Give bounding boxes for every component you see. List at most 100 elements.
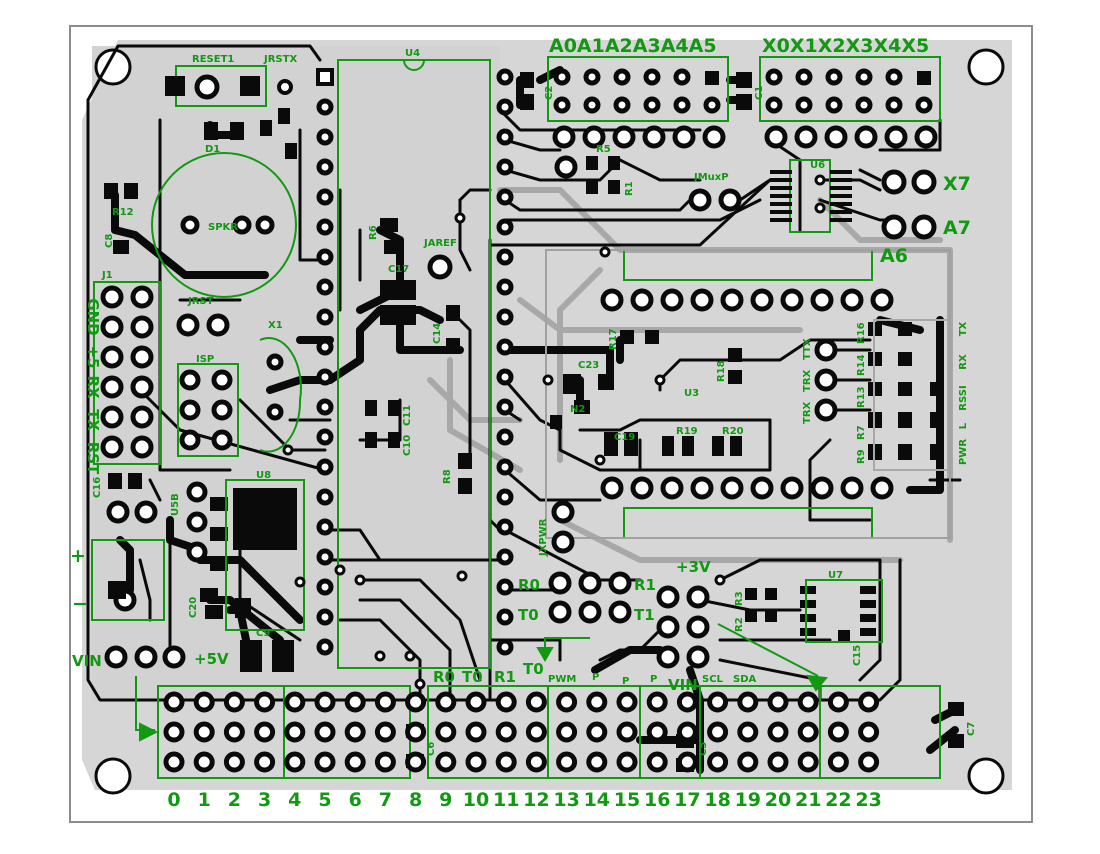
refdes-spkr: SPKR	[208, 222, 238, 233]
plus5v-label: +5V	[194, 650, 229, 668]
pin-number-label: 0	[167, 789, 180, 811]
pin-number-label: 12	[523, 789, 549, 811]
digital-x-header-label: X0X1X2X3X4X5	[762, 35, 929, 57]
refdes-c17: C17	[388, 264, 409, 275]
refdes-jmux: JMuxP	[693, 172, 729, 183]
header-pin	[435, 721, 457, 743]
header-pin	[374, 751, 396, 773]
pin-number-label: 21	[795, 789, 821, 811]
refdes-r8: R8	[442, 469, 453, 484]
refdes-jrstx: JRSTX	[263, 54, 297, 65]
header-pin	[616, 751, 638, 773]
header-pin	[556, 691, 578, 713]
header-pin	[314, 721, 336, 743]
header-pin	[405, 691, 427, 713]
header-pin	[254, 721, 276, 743]
refdes-r16: R16	[856, 322, 867, 344]
r1b-label: R1	[494, 668, 516, 686]
refdes-c5: C5	[698, 742, 709, 756]
header-pin	[405, 751, 427, 773]
pwm-label: PWM	[548, 674, 576, 685]
pin-number-label: 9	[439, 789, 452, 811]
pin-number-label: 15	[614, 789, 640, 811]
pin-number-label: 19	[735, 789, 761, 811]
refdes-c6: C6	[426, 742, 437, 756]
refdes-r3: R3	[734, 591, 745, 606]
radio-pin-label: TX	[958, 321, 969, 336]
pin-number-label: 11	[493, 789, 519, 811]
refdes-r12: R12	[112, 207, 134, 218]
header-pin	[163, 721, 185, 743]
header-pin	[858, 751, 880, 773]
header-pin	[797, 751, 819, 773]
header-pin	[223, 751, 245, 773]
header-pin	[737, 691, 759, 713]
refdes-jaref: JAREF	[423, 238, 457, 249]
header-pin	[707, 721, 729, 743]
pin-number-label: 5	[318, 789, 331, 811]
refdes-isp: ISP	[196, 354, 214, 365]
r0-label: R0	[518, 576, 540, 594]
header-pin	[737, 751, 759, 773]
refdes-c11: C11	[402, 405, 413, 426]
a6-label: A6	[880, 245, 908, 267]
pin-number-label: 2	[228, 789, 241, 811]
header-pin	[676, 751, 698, 773]
plus3v-label: +3V	[676, 558, 711, 576]
header-pin	[495, 691, 517, 713]
header-pin	[676, 691, 698, 713]
radio-pin-label: RX	[958, 354, 969, 370]
pin-number-label: 10	[463, 789, 489, 811]
vin2-label: VIN	[668, 676, 698, 694]
header-pin	[193, 721, 215, 743]
header-pin	[495, 751, 517, 773]
x7-label: X7	[943, 173, 971, 195]
header-pin	[827, 751, 849, 773]
header-pin	[344, 721, 366, 743]
header-pin	[314, 751, 336, 773]
mounting-holes	[94, 48, 1005, 795]
refdes-c19: C19	[614, 432, 635, 443]
header-pin	[797, 691, 819, 713]
refdes-c16: C16	[92, 477, 103, 498]
refdes-r18: R18	[716, 360, 727, 382]
refdes-r20: R20	[722, 426, 744, 437]
header-pin	[374, 691, 396, 713]
refdes-jrst: JRST	[187, 296, 214, 307]
header-pin	[344, 751, 366, 773]
refdes-reset1: RESET1	[192, 54, 234, 65]
header-pin	[827, 691, 849, 713]
j1-pin-label: RST	[84, 442, 102, 475]
t0c-label: T0	[523, 660, 544, 678]
p2-label: P	[622, 676, 629, 687]
refdes-c10: C10	[402, 435, 413, 456]
header-pin	[435, 751, 457, 773]
refdes-r1: R1	[624, 181, 635, 196]
header-pin	[405, 721, 427, 743]
refdes-c14: C14	[432, 323, 443, 344]
pin-number-label: 23	[855, 789, 881, 811]
radio-pin-label: L	[958, 422, 969, 429]
pin-number-label: 8	[409, 789, 422, 811]
through-hole-pads	[100, 68, 938, 669]
header-pin	[525, 751, 547, 773]
refdes-r9: R9	[856, 449, 867, 464]
header-pin	[314, 691, 336, 713]
j1-pin-label: +5	[84, 345, 102, 368]
refdes-r5: R5	[596, 144, 611, 155]
header-pin	[193, 751, 215, 773]
refdes-r17: R17	[608, 328, 619, 350]
header-pin	[767, 721, 789, 743]
trx1-label: TRX	[802, 369, 813, 392]
header-pin	[284, 691, 306, 713]
header-pin	[676, 721, 698, 743]
p3-label: P	[650, 674, 657, 685]
header-pin	[223, 691, 245, 713]
radio-pin-label: RSSI	[958, 385, 969, 410]
header-pin	[284, 751, 306, 773]
a7-label: A7	[943, 217, 971, 239]
refdes-c8: C8	[104, 234, 115, 248]
